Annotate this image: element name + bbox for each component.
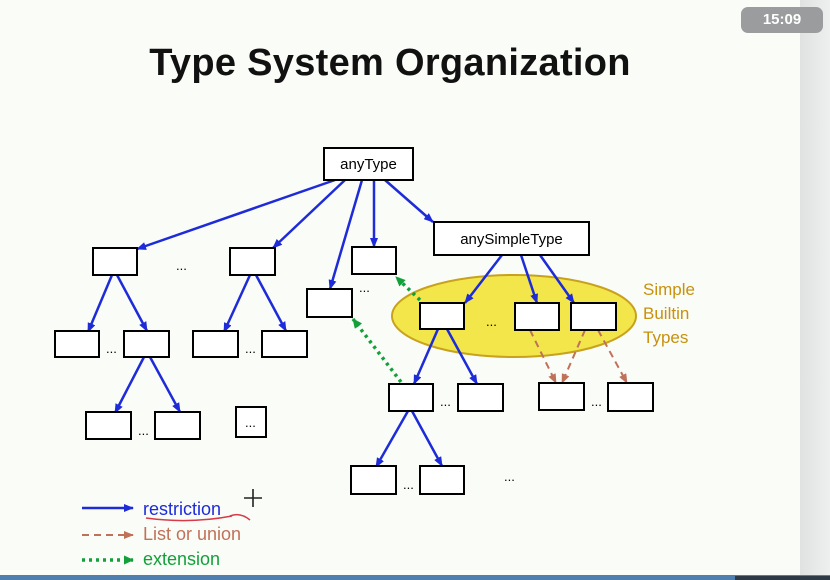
group-label-line3: Types <box>643 328 688 347</box>
ellipsis: ... <box>440 394 451 409</box>
type-node <box>154 411 201 440</box>
type-node <box>235 406 267 438</box>
node-anysimpletype-label: anySimpleType <box>460 231 563 248</box>
type-node <box>261 330 308 358</box>
type-node <box>85 411 132 440</box>
legend-extension-label: extension <box>143 549 220 569</box>
type-node <box>306 288 353 318</box>
timestamp-badge: 15:09 <box>741 7 823 33</box>
ellipsis: ... <box>106 341 117 356</box>
type-node <box>351 246 397 275</box>
ellipsis: ... <box>486 314 497 329</box>
list-or-union-arrows <box>529 329 628 384</box>
legend-list-or-union-label: List or union <box>143 524 241 544</box>
progress-bar <box>0 575 830 580</box>
handwritten-annotation <box>145 513 251 522</box>
legend-extension: extension <box>82 549 220 569</box>
ellipsis: ... <box>504 469 515 484</box>
ellipsis-markers: ... ... ... ... ... ... ... ... ... ... … <box>106 258 602 492</box>
type-node <box>514 302 560 331</box>
type-node <box>54 330 100 358</box>
type-node <box>229 247 276 276</box>
node-anysimpletype: anySimpleType <box>433 221 590 256</box>
ellipsis: ... <box>245 341 256 356</box>
ellipsis: ... <box>138 423 149 438</box>
ellipsis: ... <box>176 258 187 273</box>
group-label-line1: Simple <box>643 280 695 299</box>
node-anytype: anyType <box>323 147 414 181</box>
node-anytype-label: anyType <box>340 156 397 173</box>
progress-bar-end <box>735 576 830 580</box>
legend-list-or-union: List or union <box>82 524 241 544</box>
type-node <box>607 382 654 412</box>
legend-restriction-label: restriction <box>143 499 221 519</box>
type-node <box>388 383 434 412</box>
type-node <box>457 383 504 412</box>
ellipsis: ... <box>245 415 256 430</box>
type-node <box>192 330 239 358</box>
window-edge <box>800 0 830 580</box>
type-node <box>123 330 170 358</box>
legend-restriction: restriction <box>82 499 221 519</box>
legend: restriction List or union extension <box>82 489 262 569</box>
extension-arrows <box>351 275 422 384</box>
cursor-icon <box>244 489 262 507</box>
ellipsis: ... <box>359 280 370 295</box>
type-node <box>92 247 138 276</box>
group-label-line2: Builtin <box>643 304 689 323</box>
slide: Type System Organization <box>0 0 800 576</box>
type-node <box>350 465 397 495</box>
type-node <box>570 302 617 331</box>
type-node <box>419 302 465 330</box>
slide-title: Type System Organization <box>149 42 631 84</box>
restriction-arrows <box>86 178 576 468</box>
type-node <box>419 465 465 495</box>
type-node <box>538 382 585 411</box>
ellipsis: ... <box>591 394 602 409</box>
ellipsis: ... <box>403 477 414 492</box>
